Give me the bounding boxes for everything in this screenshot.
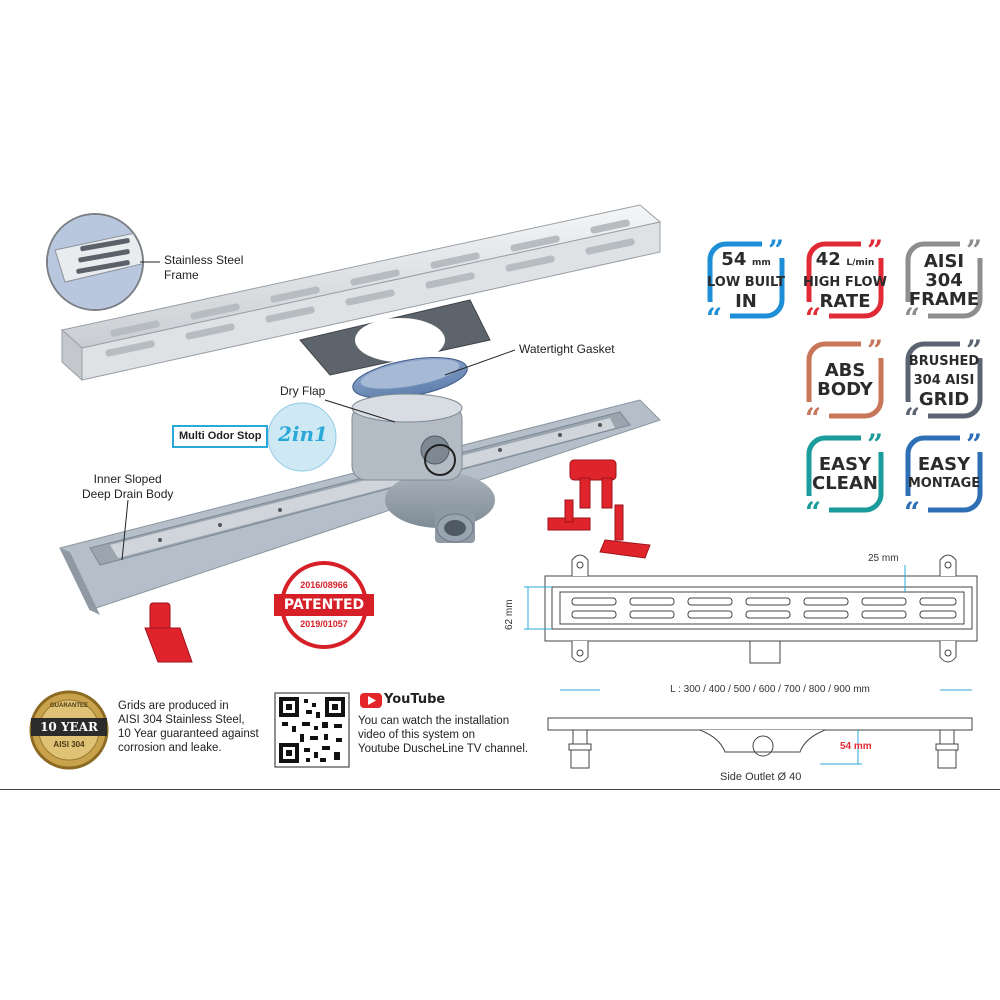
youtube-logo-text: YouTube — [384, 692, 446, 707]
frame-label: Stainless Steel Frame — [164, 253, 244, 282]
guarantee-seal-bottom: AISI 304 — [53, 740, 85, 749]
svg-text:”: ” — [867, 432, 883, 461]
patent-number-top: 2016/08966 — [300, 580, 348, 590]
badge-line-2: BODY — [817, 379, 873, 400]
badge-value-row: 54 mm — [721, 250, 770, 273]
badge-line-2: 304 — [925, 269, 963, 291]
two-in-one-label: 2in1 — [278, 422, 328, 446]
odor-stop-label: Multi Odor Stop — [172, 425, 269, 448]
svg-text:”: ” — [966, 432, 982, 461]
callout-leaders — [121, 261, 516, 561]
dry-flap-label: Dry Flap — [280, 384, 326, 398]
badge-unit: mm — [751, 257, 771, 268]
badge-line-1: BRUSHED — [908, 353, 980, 369]
youtube-logo-icon — [360, 693, 382, 708]
drain-body — [59, 393, 661, 615]
red-leveling-feet — [144, 459, 651, 663]
technical-drawing-top — [524, 554, 978, 664]
badge-frame: ”“ — [704, 234, 788, 335]
svg-text:”: ” — [867, 338, 883, 367]
watertight-gasket — [352, 357, 468, 399]
badge-line-1: EASY — [818, 454, 872, 475]
guarantee-seal-top: GUARANTEE — [49, 703, 88, 709]
patent-number-bottom: 2019/01057 — [300, 619, 348, 629]
badge-line-1: 54 — [721, 248, 747, 270]
badge-line-2: 304 AISI — [913, 372, 975, 388]
badge-line-2: CLEAN — [812, 473, 878, 494]
badge-line-3: GRID — [918, 388, 970, 410]
body-label: Inner Sloped Deep Drain Body — [82, 472, 174, 501]
svg-text:”: ” — [867, 238, 883, 267]
gasket-label: Watertight Gasket — [519, 342, 615, 356]
dim-width-top: 25 mm — [868, 553, 899, 564]
badge-line-2: LOW BUILT — [706, 274, 786, 290]
badge-frame: ”“ — [902, 234, 986, 335]
stainless-grate — [60, 204, 662, 382]
technical-drawing-side — [547, 689, 973, 769]
badge-frame: ”“ — [803, 234, 887, 335]
dim-height: 62 mm — [504, 599, 515, 630]
dim-length: L : 300 / 400 / 500 / 600 / 700 / 800 / … — [600, 684, 940, 695]
badge-unit: L/min — [846, 257, 875, 268]
badge-line-1: ABS — [824, 360, 866, 381]
badge-frame: ”“ — [902, 428, 986, 529]
trap-grid-plate — [299, 299, 491, 376]
svg-text:”: ” — [966, 338, 982, 367]
divider-line — [0, 789, 1000, 790]
patented-seal — [274, 561, 374, 649]
youtube-text: You can watch the installation video of … — [358, 715, 529, 755]
badge-line-3: IN — [735, 290, 757, 312]
badge-line-3: FRAME — [908, 288, 980, 310]
badge-line-1: AISI — [923, 250, 965, 272]
guarantee-seal-main: 10 YEAR — [40, 720, 98, 734]
badge-line-1: EASY — [917, 454, 971, 475]
badge-line-3: RATE — [819, 290, 871, 312]
patent-main: PATENTED — [283, 597, 365, 613]
badge-value-row: 42 L/min — [816, 250, 875, 273]
drain-illustration — [29, 204, 978, 770]
frame-zoom-inset — [46, 213, 144, 311]
badge-line-2: HIGH FLOW — [803, 274, 887, 290]
guarantee-text: Grids are produced in AISI 304 Stainless… — [118, 700, 259, 754]
dim-depth: 54 mm — [840, 741, 872, 752]
svg-text:”: ” — [768, 238, 784, 267]
guarantee-seal — [29, 690, 109, 770]
qr-code — [274, 692, 350, 768]
badge-line-1: 42 — [815, 248, 841, 270]
badge-line-2: MONTAGE — [907, 476, 981, 491]
dim-outlet: Side Outlet Ø 40 — [720, 771, 802, 783]
svg-text:”: ” — [966, 238, 982, 267]
